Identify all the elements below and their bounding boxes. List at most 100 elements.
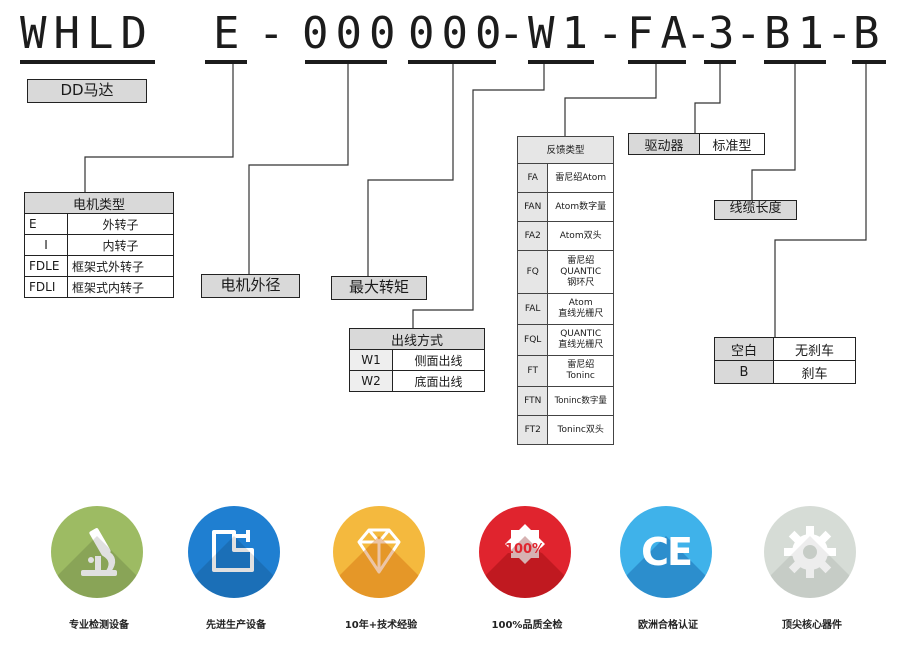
code-segment-max-torque: 000: [408, 8, 509, 59]
row-desc: 侧面出线: [392, 349, 485, 371]
code-segment-outlet: W1: [528, 8, 595, 59]
max-torque-label: 最大转矩: [331, 276, 427, 300]
row-code: W1: [349, 349, 393, 371]
driver-label: 驱动器: [628, 133, 700, 155]
code-underline: [20, 60, 155, 64]
motor-type-table: 电机类型 E 外转子 I 内转子 FDLE 框架式外转子 FDLI 框架式内转子: [24, 192, 174, 298]
feature-components: [764, 506, 860, 602]
machine-icon: [212, 530, 254, 572]
row-code: FA: [516, 163, 549, 193]
table-row: W2 底面出线: [349, 370, 485, 392]
feature-caption: 10年+技术经验: [344, 620, 418, 631]
row-desc: 刹车: [773, 360, 856, 384]
code-underline: [408, 60, 496, 64]
feature-inspection: [51, 506, 147, 602]
feature-production: [188, 506, 284, 602]
outer-diameter-label: 电机外径: [201, 274, 300, 298]
code-underline: [704, 60, 736, 64]
code-segment-motor-type: E: [213, 8, 247, 59]
row-code: I: [24, 234, 68, 256]
gear-icon: [784, 526, 836, 578]
row-code: E: [24, 213, 68, 235]
row-desc: Atom双头: [547, 221, 614, 251]
code-underline: [628, 60, 686, 64]
row-desc: 外转子: [67, 213, 174, 235]
cable-length-label: 线缆长度: [714, 200, 797, 220]
brake-table: 空白 无刹车 B 刹车: [714, 337, 856, 384]
driver-value: 标准型: [699, 133, 765, 155]
code-segment-feedback: FA: [627, 8, 694, 59]
row-code: W2: [349, 370, 393, 392]
feature-circle: [764, 506, 856, 598]
row-code: FDLE: [24, 255, 68, 277]
feature-circle: [188, 506, 280, 598]
outlet-title: 出线方式: [349, 328, 485, 350]
table-row: 空白 无刹车: [714, 337, 856, 361]
code-segment-cable: B1: [764, 8, 831, 59]
feature-circle: 100%: [479, 506, 571, 598]
feature-caption: 专业检测设备: [69, 620, 129, 631]
code-dash: -: [258, 8, 292, 59]
row-desc: 内转子: [67, 234, 174, 256]
row-desc: 框架式外转子: [67, 255, 174, 277]
row-desc: Toninc双头: [547, 415, 614, 445]
row-code: FAL: [516, 293, 549, 325]
code-underline: [764, 60, 826, 64]
feature-caption: 欧洲合格认证: [638, 620, 698, 631]
feedback-title: 反馈类型: [517, 136, 614, 164]
feature-experience: [333, 506, 429, 602]
code-underline: [205, 60, 247, 64]
table-row: FDLI 框架式内转子: [24, 276, 174, 298]
row-code: FTN: [516, 386, 549, 416]
row-desc: Atom数字量: [547, 192, 614, 222]
table-row: FDLE 框架式外转子: [24, 255, 174, 277]
code-underline: [528, 60, 594, 64]
row-desc: 雷尼绍Atom: [547, 163, 614, 193]
table-row: W1 侧面出线: [349, 349, 485, 371]
code-dash: -: [735, 8, 769, 59]
motor-type-title: 电机类型: [24, 192, 174, 214]
feature-circle: [333, 506, 425, 598]
ce-mark-icon: CE: [641, 530, 693, 574]
row-desc: 无刹车: [773, 337, 856, 361]
table-row: B 刹车: [714, 360, 856, 384]
code-segment-driver: 3: [708, 8, 742, 59]
code-segment-brake: B: [853, 8, 887, 59]
feature-caption: 顶尖核心器件: [782, 620, 842, 631]
code-segment-series: WHLD: [20, 8, 154, 59]
row-code: 空白: [714, 337, 774, 361]
row-code: FA2: [516, 221, 549, 251]
row-code: B: [714, 360, 774, 384]
percent-badge-icon: [505, 524, 545, 564]
feature-certification: CE: [620, 506, 716, 602]
code-dash: -: [685, 8, 719, 59]
table-row: E 外转子: [24, 213, 174, 235]
feature-caption: 先进生产设备: [206, 620, 266, 631]
code-dash: -: [826, 8, 860, 59]
row-desc: 底面出线: [392, 370, 485, 392]
code-underline: [852, 60, 886, 64]
row-code: FQL: [516, 324, 549, 356]
code-underline: [305, 60, 387, 64]
dd-motor-label: DD马达: [27, 79, 147, 103]
feature-quality: 100%: [479, 506, 575, 602]
badge-text: 100%: [504, 542, 546, 557]
feature-circle: CE: [620, 506, 712, 598]
table-row: I 内转子: [24, 234, 174, 256]
outlet-table: 出线方式 W1 侧面出线 W2 底面出线: [349, 328, 485, 392]
row-code: FAN: [516, 192, 549, 222]
feature-caption: 100%品质全检: [491, 620, 563, 631]
